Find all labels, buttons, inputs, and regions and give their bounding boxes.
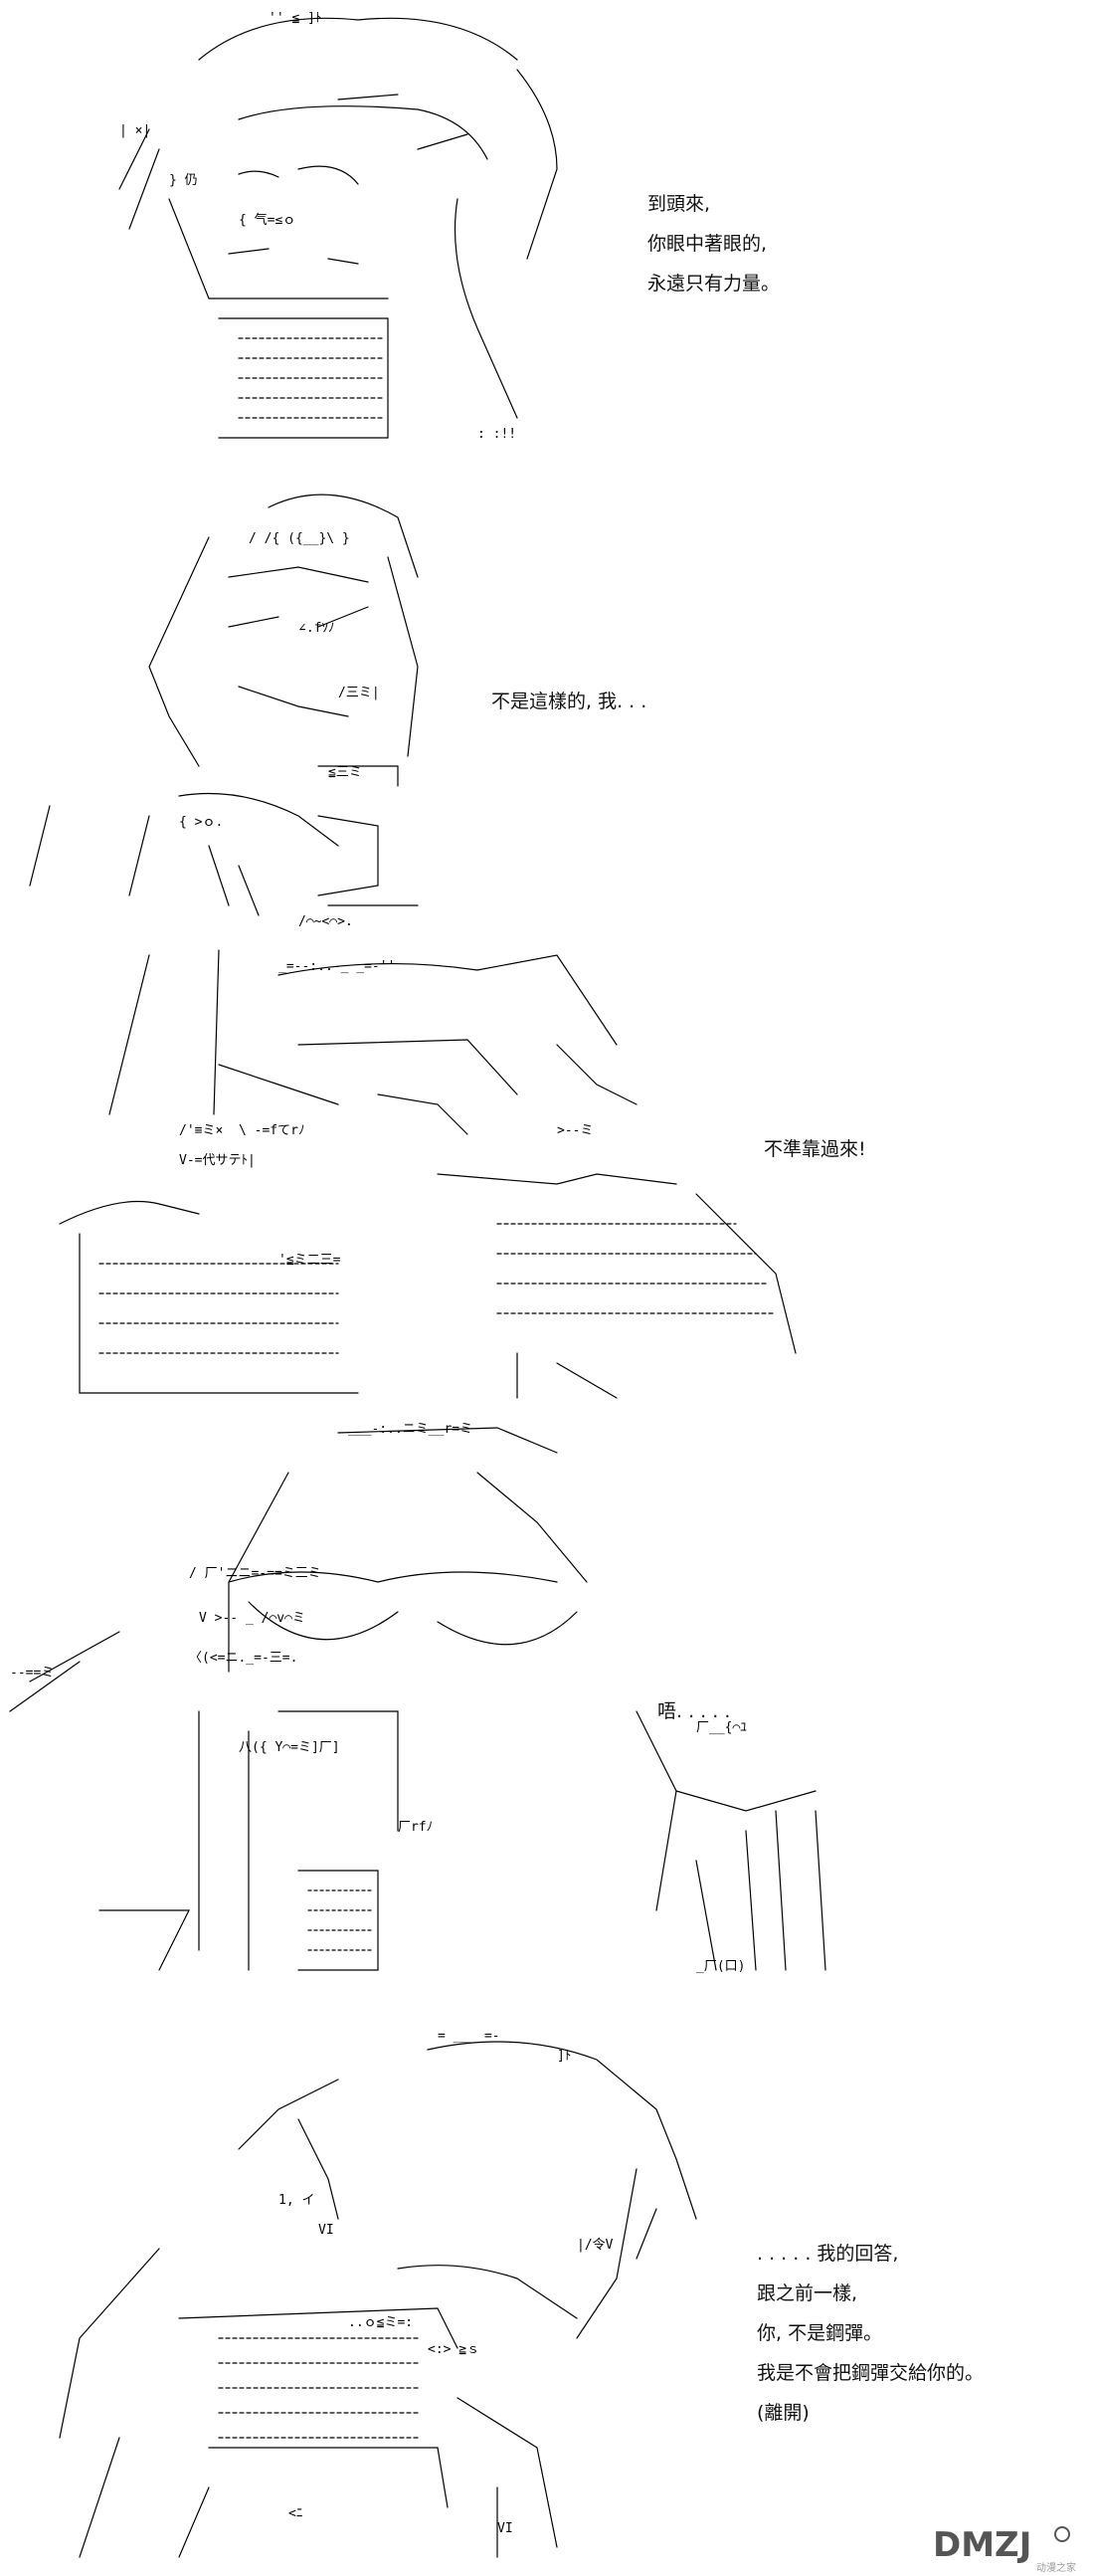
dialogue-4: 唔. . . . . <box>657 1691 730 1731</box>
svg-text:V >-- _ /⌒v⌒ミ: V >-- _ /⌒v⌒ミ <box>199 1611 305 1626</box>
panel-4: ___-:..ニミ__r=ミ / 厂'ニニ=-==ミ三ミ V >-- _ /⌒v… <box>0 1413 1094 2020</box>
svg-text:/三ミ|: /三ミ| <box>338 686 380 700</box>
svg-text:\ -=fてrﾉ: \ -=fてrﾉ <box>239 1123 304 1138</box>
ascii-art-character-2: / /{ ({__}\ } ∠.fｿﾉ /三ミ| ≦三ミ { >ｏ. /⌒~<⌒… <box>29 494 419 929</box>
svg-text:_厂(口): _厂(口) <box>696 1959 745 1974</box>
svg-text:|/令V: |/令V <box>577 2238 614 2253</box>
svg-text:{ 气=≤ｏ: { 气=≤ｏ <box>239 212 295 228</box>
svg-text:>--ミ: >--ミ <box>557 1123 593 1138</box>
panel-3: _=--:..-_ _=-'' /'≡ミ× V-=代サテﾄ| \ -=fてrﾉ … <box>0 935 1094 1413</box>
svg-text:≦三ミ: ≦三ミ <box>328 765 362 780</box>
dialogue-2: 不是這樣的, 我. . . <box>491 682 646 721</box>
panel-2: / /{ ({__}\ } ∠.fｿﾉ /三ミ| ≦三ミ { >ｏ. /⌒~<⌒… <box>0 468 1094 935</box>
svg-text:} 仍: } 仍 <box>169 173 198 188</box>
svg-text:1, イ: 1, イ <box>278 2193 314 2208</box>
dialogue-line: 你, 不是鋼彈。 <box>757 2322 883 2344</box>
dialogue-line: 我是不會把鋼彈交給你的。 <box>757 2362 985 2384</box>
logo-text: DMZJ <box>933 2525 1031 2565</box>
panel-5: = ___ =- ]ﾄ 1, イ VI |/令V ..ｏ≦ミ=: <:> ≧ｓ … <box>0 2020 1094 2576</box>
svg-text:_=--:..-_ _=-'': _=--:..-_ _=-'' <box>278 959 395 974</box>
dialogue-line: . . . . . 我的回答, <box>757 2243 899 2265</box>
dialogue-line: 唔. . . . . <box>657 1700 731 1722</box>
dmzj-logo: DMZJ <box>933 2525 1070 2565</box>
svg-text:| ×|: | ×| <box>119 123 150 138</box>
dialogue-3: 不準靠過來! <box>764 1129 866 1169</box>
svg-text:= ___ =-: = ___ =- <box>438 2029 500 2044</box>
svg-text:V-=代サテﾄ|: V-=代サテﾄ| <box>179 1153 256 1168</box>
logo-subtext: 动漫之家 <box>1036 2563 1076 2574</box>
dialogue-line: 不準靠過來! <box>764 1138 866 1160</box>
svg-text:/ /{ ({__}\ }: / /{ ({__}\ } <box>249 531 350 546</box>
ascii-art-character-4: ___-:..ニミ__r=ミ / 厂'ニニ=-==ミ三ミ V >-- _ /⌒v… <box>9 1422 826 1974</box>
dialogue-1: 到頭來, 你眼中著眼的, 永遠只有力量。 <box>647 184 780 303</box>
svg-text:/⌒~<⌒>.: /⌒~<⌒>. <box>298 914 353 929</box>
svg-text:<:> ≧ｓ: <:> ≧ｓ <box>428 2342 479 2357</box>
svg-text:..ｏ≦ミ=:: ..ｏ≦ミ=: <box>348 2315 413 2330</box>
dialogue-line: 跟之前一樣, <box>757 2282 858 2304</box>
svg-text:--==ミ: --==ミ <box>10 1666 54 1681</box>
svg-text:/'≡ミ×: /'≡ミ× <box>179 1123 223 1138</box>
svg-text:: :!!: : :!! <box>477 427 516 442</box>
dialogue-5: . . . . . 我的回答, 跟之前一樣, 你, 不是鋼彈。 我是不會把鋼彈交… <box>757 2234 984 2433</box>
svg-text:∠.fｿﾉ: ∠.fｿﾉ <box>298 621 334 636</box>
svg-text:]ﾄ: ]ﾄ <box>557 2049 571 2064</box>
panel-1: '' ≦ ]ﾄ | ×| } 仍 { 气=≤ｏ : :!! 到頭來, 你眼中著眼… <box>0 0 1094 468</box>
svg-text:VI: VI <box>318 2223 334 2238</box>
dialogue-line: (離開) <box>757 2402 810 2424</box>
svg-text:<ﾆ: <ﾆ <box>288 2506 302 2521</box>
ascii-art-character-1: '' ≦ ]ﾄ | ×| } 仍 { 气=≤ｏ : :!! <box>118 11 558 442</box>
svg-text:'≦ミ二三=: '≦ミ二三= <box>278 1253 341 1268</box>
dialogue-line: 不是這樣的, 我. . . <box>491 691 647 712</box>
dialogue-line: 永遠只有力量。 <box>647 273 781 295</box>
svg-text:〈(<=ニ._=-三=.: 〈(<=ニ._=-三=. <box>189 1651 297 1666</box>
svg-text:八({ Y⌒=ミ]厂]: 八({ Y⌒=ミ]厂] <box>239 1740 340 1755</box>
svg-text:厂rfﾉ: 厂rfﾉ <box>398 1820 433 1835</box>
svg-text:VI: VI <box>497 2521 513 2536</box>
svg-text:'' ≦ ]ﾄ: '' ≦ ]ﾄ <box>269 11 321 26</box>
svg-text:厂__{⌒ﾕ: 厂__{⌒ﾕ <box>696 1720 747 1735</box>
svg-text:___-:..ニミ__r=ミ: ___-:..ニミ__r=ミ <box>348 1422 472 1437</box>
svg-text:/ 厂'ニニ=-==ミ三ミ: / 厂'ニニ=-==ミ三ミ <box>189 1566 321 1581</box>
ascii-art-character-5: = ___ =- ]ﾄ 1, イ VI |/令V ..ｏ≦ミ=: <:> ≧ｓ … <box>59 2029 697 2558</box>
ascii-art-character-3: _=--:..-_ _=-'' /'≡ミ× V-=代サテﾄ| \ -=fてrﾉ … <box>59 949 797 1399</box>
svg-text:{ >ｏ.: { >ｏ. <box>179 815 223 830</box>
dialogue-line: 你眼中著眼的, <box>647 233 768 255</box>
dialogue-line: 到頭來, <box>647 193 711 215</box>
